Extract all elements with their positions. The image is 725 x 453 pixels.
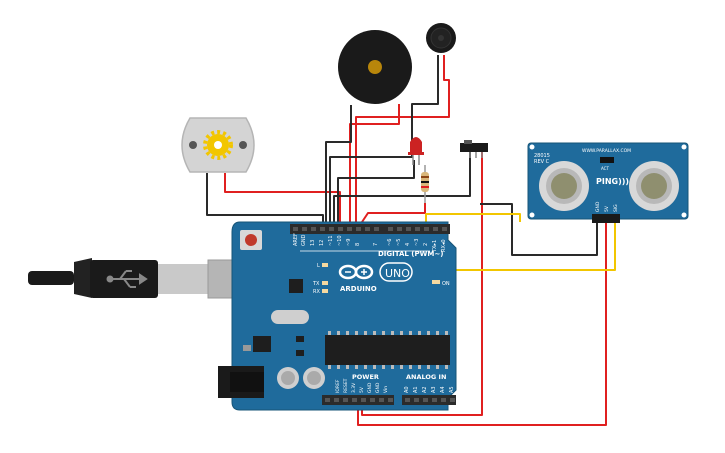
digital-pin-label: 4 (405, 243, 411, 246)
sensor-rev: REV C (534, 159, 550, 165)
wire-motor-red[interactable] (224, 173, 341, 222)
digital-pin-label: ~11 (328, 235, 334, 246)
digital-pin-label: ~5 (396, 239, 402, 246)
resistor[interactable] (421, 165, 429, 203)
analog-header (402, 395, 456, 405)
tx-led-label: TX (312, 281, 320, 287)
power-pin-label: GND (375, 382, 381, 393)
power-header (322, 395, 394, 405)
power-pin-label: Vin (383, 386, 389, 393)
slide-switch[interactable] (460, 140, 488, 158)
wire-buzzer-red[interactable] (349, 104, 400, 222)
sensor-transducer-right (629, 161, 679, 211)
uno-badge (379, 262, 413, 282)
rx-led-label: RX (313, 289, 320, 295)
sensor-model: 28015 (534, 153, 550, 159)
wire-buzzer-black[interactable] (325, 105, 352, 226)
analog-pin-label: A4 (440, 386, 446, 393)
vibration-motor[interactable] (426, 23, 456, 53)
digital-pin-label: 12 (319, 240, 325, 246)
sensor-act: ACT (601, 166, 609, 171)
analog-label: ANALOG IN (406, 373, 446, 381)
rx-pin-label: RX◂0 (441, 239, 447, 252)
sensor-pin-5v: 5V (604, 205, 610, 212)
tx-pin-label: TX▸1 (432, 240, 438, 253)
sensor-pin-gnd: GND (595, 201, 601, 212)
digital-pin-label: ~10 (337, 235, 343, 246)
atmega-chip (325, 335, 450, 365)
brand-label: ARDUINO (340, 285, 377, 293)
piezo-buzzer[interactable] (338, 30, 412, 104)
l-led-label: L (317, 263, 320, 269)
motor-gear-icon (203, 130, 233, 160)
wire-switch-black[interactable] (333, 152, 471, 226)
digital-pin-label: 2 (423, 243, 429, 246)
sensor-name: PING))) (596, 177, 629, 186)
wire-sensor-yellow-2[interactable] (425, 213, 521, 228)
digital-pin-label: 7 (373, 243, 379, 246)
analog-pin-label: A2 (422, 386, 428, 393)
wire-vibe-red[interactable] (355, 55, 450, 222)
analog-pin-label: A0 (404, 386, 410, 393)
power-pin-label: 5V (359, 386, 365, 393)
sensor-site: WWW.PARALLAX.COM (582, 148, 631, 154)
arduino-board[interactable]: AREF GND 13 12 ~11 ~10 ~9 8 7 ~6 ~5 4 ~3… (218, 221, 457, 411)
uno-label: UNO (385, 267, 410, 280)
power-pin-label: RESET (343, 378, 349, 393)
power-pin-label: IOREF (335, 379, 341, 393)
analog-pin-label: A3 (431, 386, 437, 393)
digital-pin-label: 8 (355, 243, 361, 246)
usb-chip (289, 279, 303, 293)
power-pin-label: GND (367, 382, 373, 393)
wire-motor-black[interactable] (206, 173, 324, 226)
sensor-pin-sig: SIG (613, 204, 619, 212)
analog-pin-label: A5 (449, 386, 455, 393)
digital-label: DIGITAL (PWM~) (378, 250, 443, 258)
digital-pin-label: ~3 (414, 239, 420, 246)
digital-header-pins (293, 227, 447, 231)
digital-pin-label: 13 (310, 240, 316, 246)
wire-vibe-black[interactable] (329, 55, 439, 226)
digital-pin-label: ~6 (387, 239, 393, 246)
ping-sensor[interactable]: 28015 REV C WWW.PARALLAX.COM ACT PING)))… (527, 142, 689, 223)
aref-label: AREF (293, 233, 299, 246)
usb-cable (28, 258, 255, 299)
red-led[interactable] (408, 137, 424, 165)
digital-pin-label: ~9 (346, 239, 352, 246)
dc-motor[interactable] (181, 117, 255, 173)
power-pin-label: 3.3V (351, 382, 357, 393)
wire-led-red[interactable] (361, 203, 426, 223)
power-label: POWER (352, 373, 379, 381)
wire-led-black[interactable] (337, 160, 415, 226)
wire-sensor-yellow[interactable] (431, 222, 616, 271)
gnd-label: GND (301, 234, 307, 246)
on-led-label: ON (442, 281, 450, 287)
wire-sensor-black[interactable] (480, 203, 598, 256)
sensor-transducer-left (539, 161, 589, 211)
analog-pin-label: A1 (413, 386, 419, 393)
arduino-logo (338, 264, 374, 280)
crystal (271, 310, 309, 324)
usb-icon (106, 270, 148, 288)
